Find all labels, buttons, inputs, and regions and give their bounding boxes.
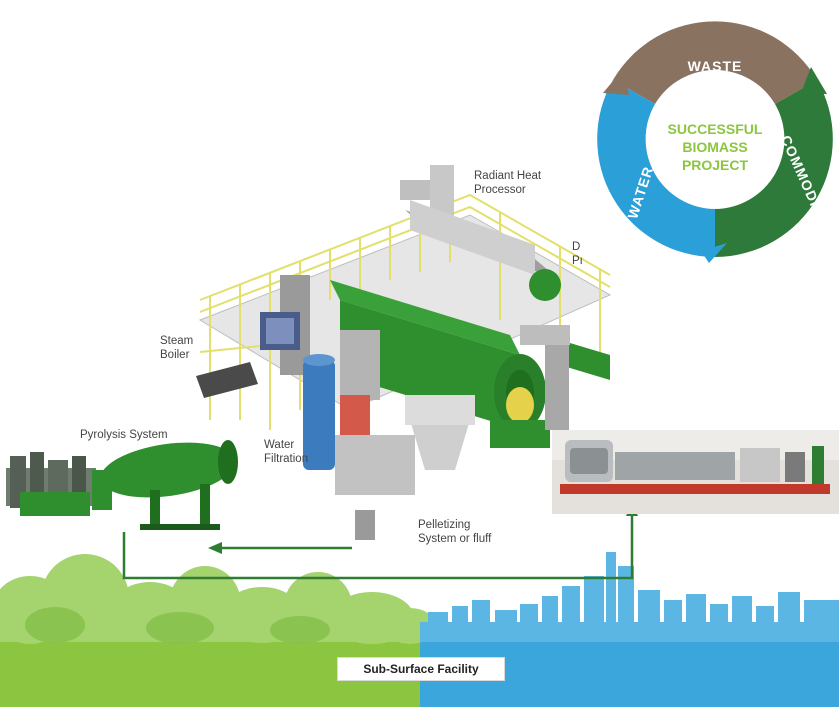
cycle-segment-water	[597, 80, 715, 257]
pyrolysis-system-machine	[6, 440, 238, 530]
biomass-cycle-ring	[597, 21, 833, 263]
arrow-head-left	[208, 542, 222, 554]
cycle-segment-commodity	[715, 80, 833, 257]
cycle-center-line-3: PROJECT	[682, 157, 749, 173]
main-facility-plant	[196, 165, 612, 540]
cycle-center-text: SUCCESSFUL BIOMASS PROJECT	[668, 121, 763, 173]
tree-silhouettes-dark	[25, 607, 330, 644]
city-skyline	[420, 552, 839, 642]
label-cut-off: D Pı	[572, 241, 583, 267]
label-pelletizing-system: Pelletizing System or fluff	[418, 519, 492, 545]
label-water-filtration: Water Filtration	[264, 439, 309, 465]
commodity-equipment-photo	[552, 430, 839, 514]
cycle-center-line-1: SUCCESSFUL	[668, 121, 763, 137]
label-pyrolysis-system: Pyrolysis System	[80, 429, 168, 441]
flow-arrows	[122, 514, 634, 580]
cycle-label-waste: WASTE	[688, 58, 743, 74]
label-steam-boiler: Steam Boiler	[160, 335, 194, 361]
cycle-segment-waste	[613, 21, 817, 104]
sub-surface-facility-label: Sub-Surface Facility	[337, 657, 505, 681]
label-radiant-heat-processor: Radiant Heat Processor	[474, 170, 542, 196]
cycle-center-line-2: BIOMASS	[682, 139, 747, 155]
